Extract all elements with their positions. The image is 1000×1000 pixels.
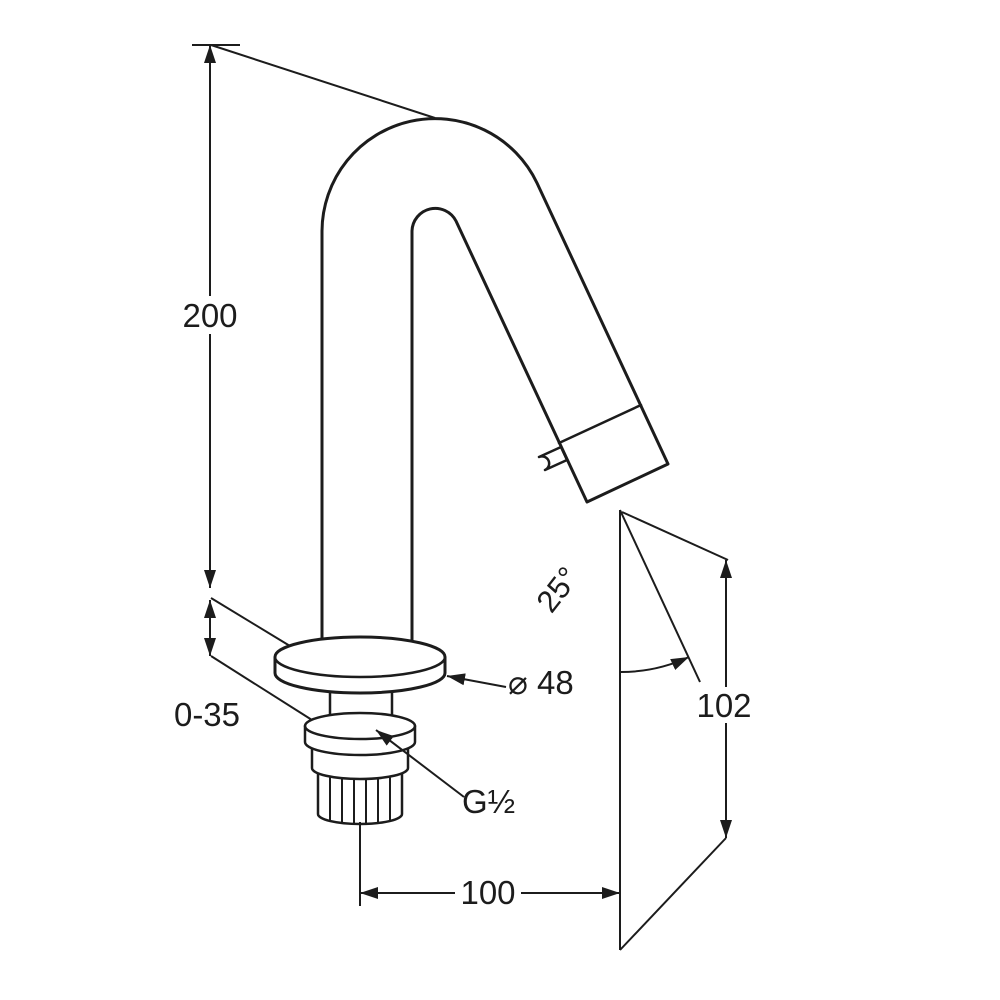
ref-line-spout-axis-25 [619,509,701,683]
ref-line-outlet-to-102 [621,511,729,561]
leader-flange-diameter [446,673,507,688]
ref-line-102-bottom [619,837,727,951]
dim-label-mounting-range: 0-35 [174,696,240,733]
dim-label-flange-diameter: ⌀ 48 [508,664,574,701]
mounting-nut-teeth [329,777,391,825]
backing-outlet-height [693,687,755,723]
backing-spout-reach [455,872,521,910]
faucet-drawing [273,117,670,826]
backing-total-height [177,296,243,334]
clamping-washer-front-rim [303,724,417,741]
spacer-ring [310,746,410,781]
faucet-spout-seam [557,403,643,445]
dim-arc-spout-angle [619,656,690,674]
dim-label-outlet-height: 102 [696,687,751,724]
ref-line-spout-top [210,44,436,119]
dimension-labels: 200 0-35 102 100 ⌀ 48 G½ 25° [174,297,752,911]
ref-line-flange-top [210,597,291,647]
dim-label-spout-reach: 100 [460,874,515,911]
label-backings [177,296,755,910]
dim-label-total-height: 200 [182,297,237,334]
base-flange-front-rim [273,655,447,679]
ref-line-washer-top [210,655,313,721]
clamping-washer [303,711,417,757]
dim-label-thread-size: G½ [462,783,515,820]
faucet-lever [537,445,569,472]
leader-thread-size [375,729,465,798]
base-flange [273,635,447,695]
dim-label-spout-angle: 25° [530,560,586,618]
faucet-body-outline [320,117,670,654]
